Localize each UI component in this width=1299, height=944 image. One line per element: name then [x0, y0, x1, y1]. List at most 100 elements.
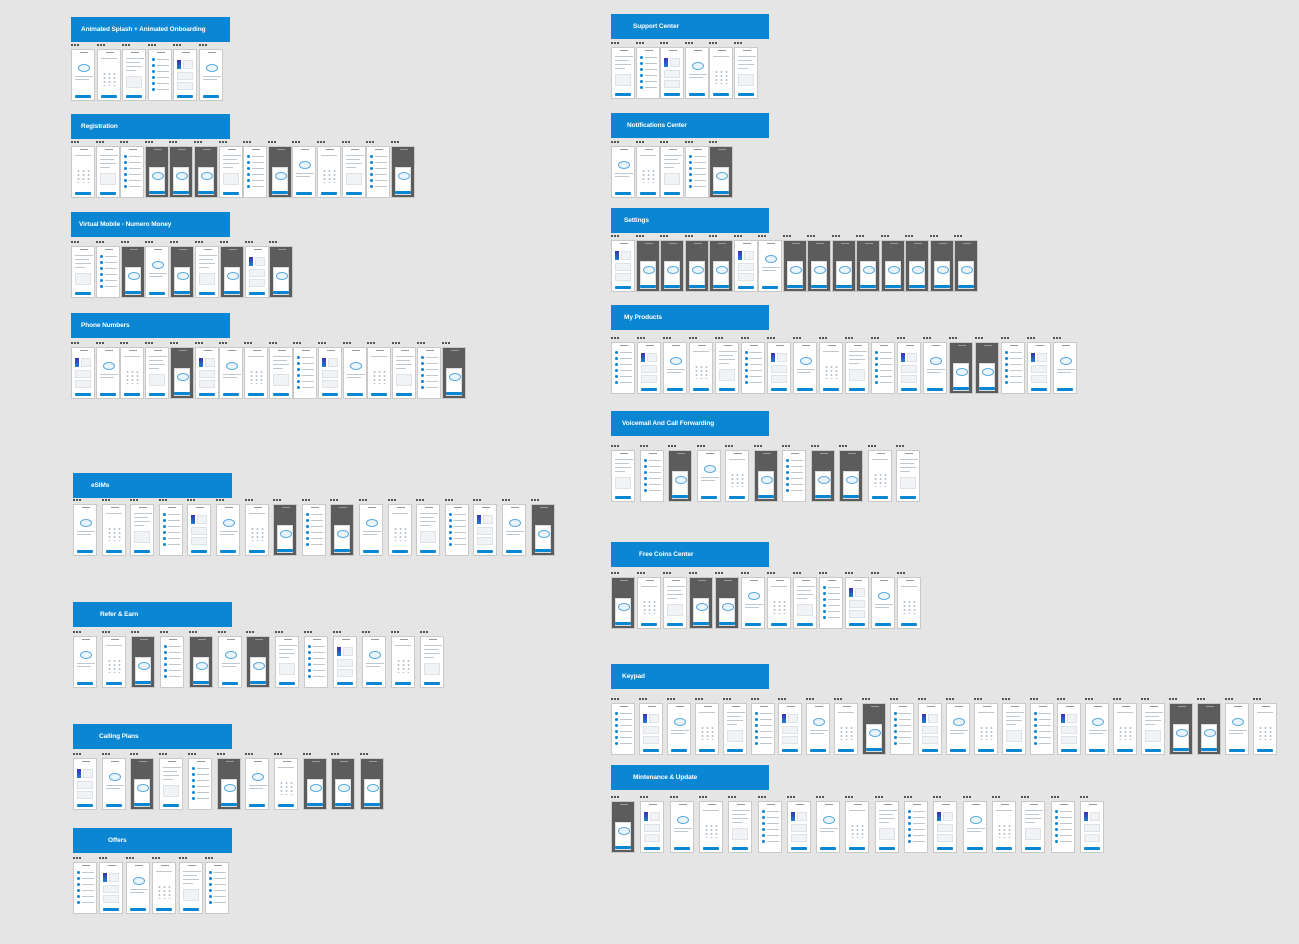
frame-menu-icon[interactable]	[758, 796, 767, 799]
frame-menu-icon[interactable]	[245, 499, 254, 502]
screen-thumbnail[interactable]	[99, 862, 123, 914]
screen-thumbnail[interactable]	[660, 240, 684, 292]
frame-menu-icon[interactable]	[896, 445, 905, 448]
frame-menu-icon[interactable]	[715, 337, 724, 340]
frame-menu-icon[interactable]	[330, 499, 339, 502]
screen-thumbnail[interactable]	[179, 862, 203, 914]
screen-thumbnail[interactable]	[391, 146, 415, 198]
frame-menu-icon[interactable]	[145, 342, 154, 345]
frame-menu-icon[interactable]	[269, 342, 278, 345]
screen-thumbnail[interactable]	[778, 703, 802, 755]
screen-thumbnail[interactable]	[1169, 703, 1193, 755]
screen-thumbnail[interactable]	[392, 347, 416, 399]
screen-thumbnail[interactable]	[275, 636, 299, 688]
screen-thumbnail[interactable]	[660, 47, 684, 99]
screen-thumbnail[interactable]	[1113, 703, 1137, 755]
frame-menu-icon[interactable]	[195, 342, 204, 345]
section-header-my-products[interactable]: My Products	[611, 305, 769, 330]
frame-menu-icon[interactable]	[120, 342, 129, 345]
frame-menu-icon[interactable]	[1197, 698, 1206, 701]
frame-menu-icon[interactable]	[268, 141, 277, 144]
screen-thumbnail[interactable]	[71, 146, 95, 198]
frame-menu-icon[interactable]	[709, 235, 718, 238]
frame-menu-icon[interactable]	[189, 631, 198, 634]
screen-thumbnail[interactable]	[1141, 703, 1165, 755]
frame-menu-icon[interactable]	[245, 753, 254, 756]
frame-menu-icon[interactable]	[660, 235, 669, 238]
frame-menu-icon[interactable]	[611, 235, 620, 238]
screen-thumbnail[interactable]	[189, 636, 213, 688]
screen-thumbnail[interactable]	[751, 703, 775, 755]
screen-thumbnail[interactable]	[71, 49, 95, 101]
screen-thumbnail[interactable]	[839, 450, 863, 502]
frame-menu-icon[interactable]	[992, 796, 1001, 799]
frame-menu-icon[interactable]	[159, 499, 168, 502]
frame-menu-icon[interactable]	[199, 44, 208, 47]
section-header-notifications-center[interactable]: Notifications Center	[611, 113, 769, 138]
frame-menu-icon[interactable]	[1141, 698, 1150, 701]
screen-thumbnail[interactable]	[331, 758, 355, 810]
frame-menu-icon[interactable]	[170, 342, 179, 345]
screen-thumbnail[interactable]	[73, 636, 97, 688]
frame-menu-icon[interactable]	[97, 44, 106, 47]
screen-thumbnail[interactable]	[636, 240, 660, 292]
section-header-keypad[interactable]: Keypad	[611, 664, 769, 689]
frame-menu-icon[interactable]	[1169, 698, 1178, 701]
frame-menu-icon[interactable]	[715, 572, 724, 575]
screen-thumbnail[interactable]	[1002, 703, 1026, 755]
frame-menu-icon[interactable]	[685, 141, 694, 144]
frame-menu-icon[interactable]	[933, 796, 942, 799]
screen-thumbnail[interactable]	[96, 146, 120, 198]
screen-thumbnail[interactable]	[318, 347, 342, 399]
frame-menu-icon[interactable]	[904, 796, 913, 799]
screen-thumbnail[interactable]	[856, 240, 880, 292]
frame-menu-icon[interactable]	[188, 753, 197, 756]
section-header-settings[interactable]: Settings	[611, 208, 769, 233]
frame-menu-icon[interactable]	[793, 337, 802, 340]
screen-thumbnail[interactable]	[245, 504, 269, 556]
screen-thumbnail[interactable]	[342, 146, 366, 198]
frame-menu-icon[interactable]	[121, 241, 130, 244]
screen-thumbnail[interactable]	[274, 758, 298, 810]
frame-menu-icon[interactable]	[897, 337, 906, 340]
frame-menu-icon[interactable]	[845, 337, 854, 340]
frame-menu-icon[interactable]	[243, 141, 252, 144]
frame-menu-icon[interactable]	[71, 241, 80, 244]
screen-thumbnail[interactable]	[793, 342, 817, 394]
frame-menu-icon[interactable]	[767, 572, 776, 575]
screen-thumbnail[interactable]	[963, 801, 987, 853]
screen-thumbnail[interactable]	[159, 504, 183, 556]
frame-menu-icon[interactable]	[871, 337, 880, 340]
frame-menu-icon[interactable]	[667, 698, 676, 701]
screen-thumbnail[interactable]	[611, 342, 635, 394]
screen-thumbnail[interactable]	[709, 240, 733, 292]
frame-menu-icon[interactable]	[218, 631, 227, 634]
frame-menu-icon[interactable]	[806, 698, 815, 701]
frame-menu-icon[interactable]	[73, 753, 82, 756]
screen-thumbnail[interactable]	[317, 146, 341, 198]
screen-thumbnail[interactable]	[637, 342, 661, 394]
screen-thumbnail[interactable]	[269, 246, 293, 298]
frame-menu-icon[interactable]	[102, 499, 111, 502]
frame-menu-icon[interactable]	[636, 141, 645, 144]
frame-menu-icon[interactable]	[1027, 337, 1036, 340]
frame-menu-icon[interactable]	[131, 631, 140, 634]
frame-menu-icon[interactable]	[918, 698, 927, 701]
screen-thumbnail[interactable]	[845, 342, 869, 394]
screen-thumbnail[interactable]	[685, 47, 709, 99]
section-header-calling-plans[interactable]: Calling Plans	[73, 724, 232, 749]
frame-menu-icon[interactable]	[1057, 698, 1066, 701]
frame-menu-icon[interactable]	[159, 753, 168, 756]
screen-thumbnail[interactable]	[362, 636, 386, 688]
frame-menu-icon[interactable]	[1001, 337, 1010, 340]
screen-thumbnail[interactable]	[709, 146, 733, 198]
frame-menu-icon[interactable]	[734, 42, 743, 45]
screen-thumbnail[interactable]	[787, 801, 811, 853]
screen-thumbnail[interactable]	[709, 47, 733, 99]
screen-thumbnail[interactable]	[819, 342, 843, 394]
frame-menu-icon[interactable]	[342, 141, 351, 144]
frame-menu-icon[interactable]	[1002, 698, 1011, 701]
frame-menu-icon[interactable]	[685, 42, 694, 45]
frame-menu-icon[interactable]	[1053, 337, 1062, 340]
